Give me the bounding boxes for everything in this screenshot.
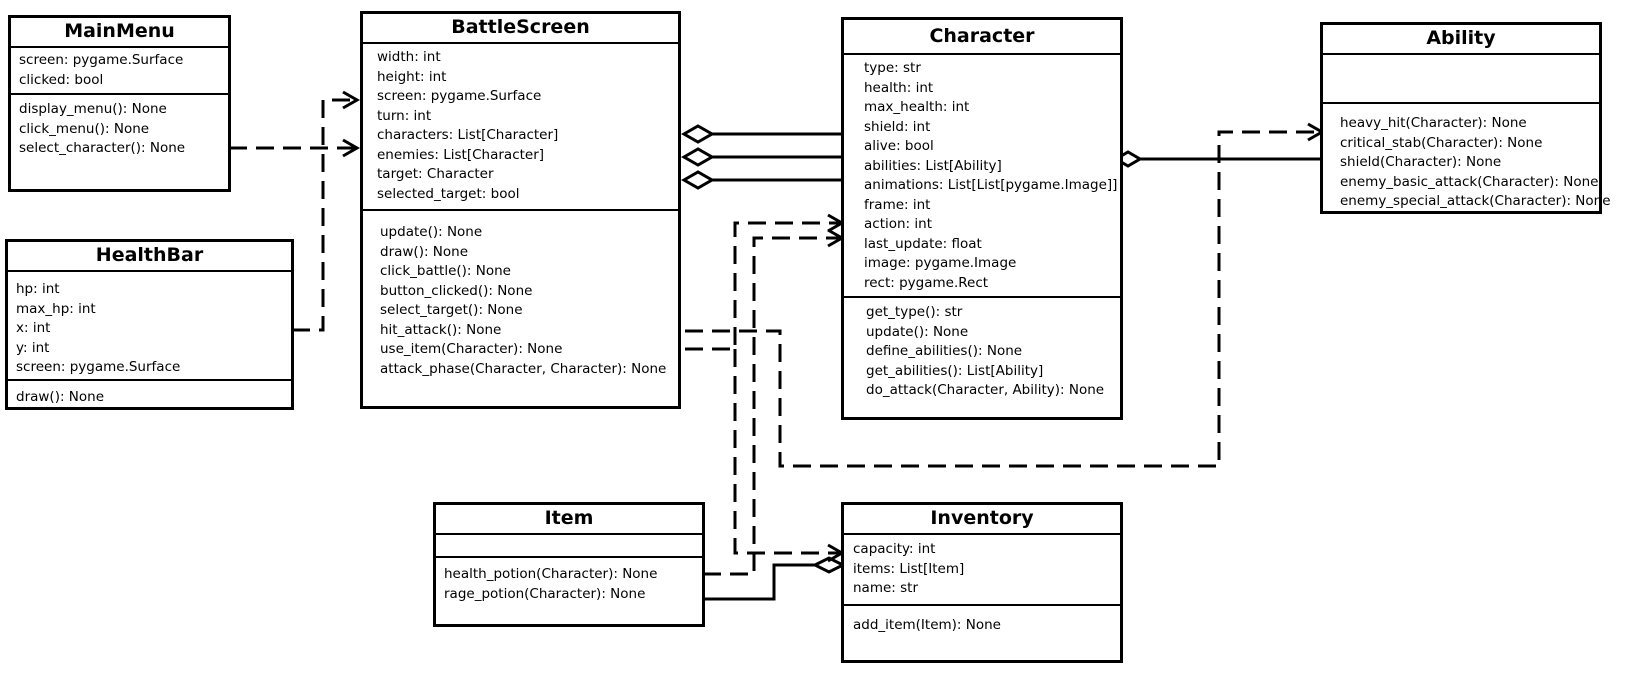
methods-section: get_type(): str update(): None define_ab… — [844, 298, 1120, 405]
aggregation-item-line — [703, 563, 815, 601]
method: define_abilities(): None — [866, 343, 1023, 359]
class-item: Item health_potion(Character): None rage… — [433, 502, 705, 627]
method: select_target(): None — [380, 302, 523, 318]
method: shield(Character): None — [1340, 154, 1502, 170]
attribute: animations: List[List[pygame.Image]] — [864, 177, 1118, 193]
aggregation-diamond-2 — [680, 147, 716, 167]
attribute: health: int — [864, 79, 934, 96]
method: update(): None — [380, 224, 483, 240]
dependency-item-character — [703, 236, 842, 576]
class-title: MainMenu — [11, 18, 228, 48]
attribute: selected_target: bool — [377, 185, 520, 202]
dependency-battlescreen-inventory-route — [733, 349, 842, 555]
method: update(): None — [866, 323, 969, 340]
class-title: Inventory — [844, 505, 1120, 535]
method: add_item(Item): None — [853, 617, 1001, 633]
dependency-battlescreen-character — [685, 221, 842, 351]
class-title: BattleScreen — [363, 14, 678, 44]
dependency-battlescreen-inventory — [685, 130, 1322, 468]
attribute: target: Character — [377, 166, 494, 182]
attribute: screen: pygame.Surface — [16, 359, 181, 375]
method: get_type(): str — [866, 304, 963, 320]
attribute: action: int — [864, 216, 932, 232]
attribute: characters: List[Character] — [377, 127, 559, 143]
method: click_menu(): None — [19, 120, 150, 137]
attribute: hp: int — [16, 281, 60, 297]
attribute: alive: bool — [864, 138, 934, 154]
method: select_character(): None — [19, 140, 186, 156]
class-mainmenu: MainMenu screen: pygame.Surface clicked:… — [8, 15, 231, 192]
attribute: rect: pygame.Rect — [864, 274, 989, 291]
arrowhead-healthbar-battlescreen — [342, 90, 361, 110]
aggregation-ability-diamond — [1113, 150, 1143, 168]
class-title: Ability — [1323, 25, 1599, 55]
attributes-section — [436, 535, 702, 558]
method: attack_phase(Character, Character): None — [380, 360, 667, 377]
class-title: Character — [844, 20, 1120, 55]
arrowhead-mainmenu-battlescreen — [342, 138, 361, 158]
method: do_attack(Character, Ability): None — [866, 382, 1105, 398]
attribute: name: str — [853, 580, 919, 596]
method: heavy_hit(Character): None — [1340, 115, 1527, 131]
methods-section: draw(): None — [8, 381, 291, 412]
class-battlescreen: BattleScreen width: int height: int scre… — [360, 11, 681, 409]
methods-section: health_potion(Character): None rage_poti… — [436, 558, 702, 608]
attributes-section: capacity: int items: List[Item] name: st… — [844, 535, 1120, 606]
attribute: type: str — [864, 60, 921, 76]
method: health_potion(Character): None — [444, 566, 658, 582]
method: draw(): None — [380, 243, 469, 260]
attribute: enemies: List[Character] — [377, 146, 545, 163]
methods-section: add_item(Item): None — [844, 606, 1120, 640]
method: rage_potion(Character): None — [444, 585, 646, 602]
attribute: width: int — [377, 49, 441, 65]
method: enemy_special_attack(Character): None — [1340, 193, 1611, 209]
attributes-section: width: int height: int screen: pygame.Su… — [363, 44, 678, 211]
attribute: clicked: bool — [19, 71, 104, 88]
method: enemy_basic_attack(Character): None — [1340, 173, 1599, 190]
attribute: image: pygame.Image — [864, 255, 1017, 271]
attributes-section: type: str health: int max_health: int sh… — [844, 55, 1120, 298]
attribute: max_hp: int — [16, 300, 96, 317]
class-character: Character type: str health: int max_heal… — [841, 17, 1123, 420]
attribute: last_update: float — [864, 235, 982, 252]
attribute: height: int — [377, 68, 447, 85]
attribute: shield: int — [864, 118, 931, 135]
method: critical_stab(Character): None — [1340, 134, 1543, 151]
attribute: max_health: int — [864, 99, 970, 115]
methods-section: display_menu(): None click_menu(): None … — [11, 95, 228, 163]
attributes-section: hp: int max_hp: int x: int y: int screen… — [8, 272, 291, 381]
aggregation-diamond-3 — [680, 170, 716, 190]
attribute: x: int — [16, 320, 51, 336]
class-ability: Ability heavy_hit(Character): None criti… — [1320, 22, 1611, 216]
class-inventory: Inventory capacity: int items: List[Item… — [841, 502, 1123, 663]
dependency-healthbar-battlescreen — [292, 98, 357, 332]
attributes-section: screen: pygame.Surface clicked: bool — [11, 48, 228, 95]
attribute: screen: pygame.Surface — [19, 52, 184, 68]
attribute: turn: int — [377, 107, 432, 124]
method: button_clicked(): None — [380, 282, 533, 299]
attribute: frame: int — [864, 196, 931, 213]
method: get_abilities(): List[Ability] — [866, 362, 1044, 379]
method: click_battle(): None — [380, 263, 511, 279]
methods-section: heavy_hit(Character): None critical_stab… — [1323, 104, 1611, 216]
method: display_menu(): None — [19, 101, 167, 117]
class-healthbar: HealthBar hp: int max_hp: int x: int y: … — [5, 239, 294, 410]
attribute: abilities: List[Ability] — [864, 157, 1002, 174]
attribute: capacity: int — [853, 541, 936, 557]
class-title: HealthBar — [8, 242, 291, 272]
method: hit_attack(): None — [380, 321, 502, 338]
method: draw(): None — [16, 389, 105, 405]
methods-section: update(): None draw(): None click_battle… — [363, 211, 678, 383]
class-title: Item — [436, 505, 702, 535]
aggregation-diamond-1 — [680, 124, 716, 144]
attribute: y: int — [16, 339, 50, 356]
method: use_item(Character): None — [380, 341, 563, 357]
attribute: items: List[Item] — [853, 560, 965, 577]
attribute: screen: pygame.Surface — [377, 88, 542, 104]
attributes-section — [1323, 55, 1599, 104]
